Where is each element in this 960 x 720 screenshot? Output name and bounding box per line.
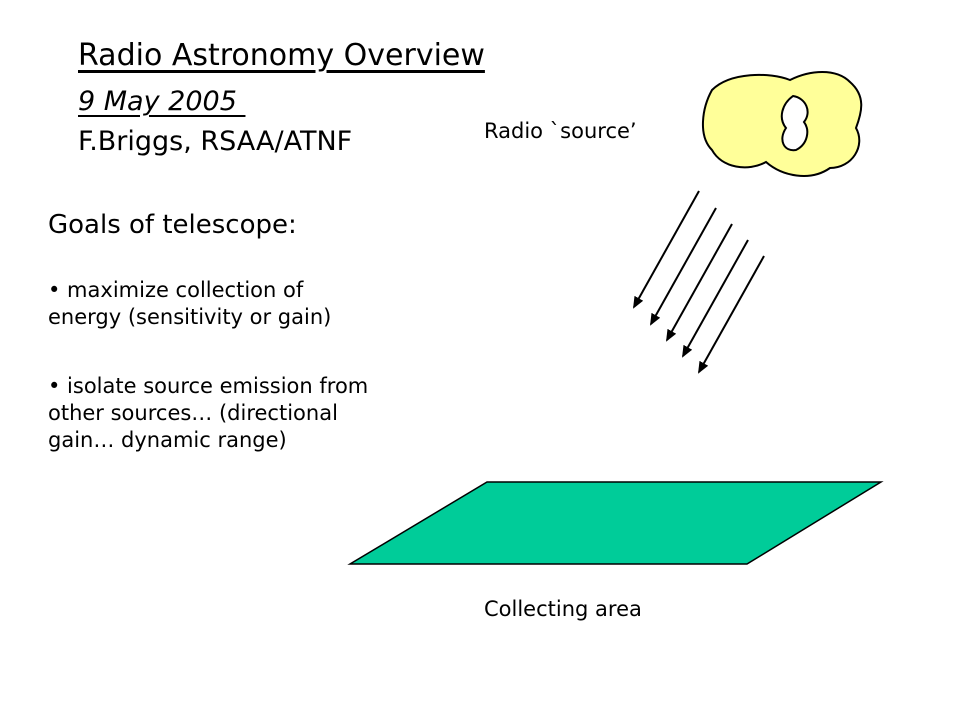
radio-source-label: Radio `source’ (484, 119, 637, 143)
incoming-ray-arrow-icon (633, 190, 700, 309)
incoming-ray-arrow-icon (650, 207, 717, 326)
incoming-ray-arrow-icon (698, 255, 765, 374)
goal-item: • maximize collection of energy (sensiti… (48, 278, 332, 329)
goals-heading: Goals of telescope: (48, 210, 297, 240)
radio-source-blob-icon (701, 71, 863, 177)
incoming-rays (633, 190, 765, 374)
slide-author: F.Briggs, RSAA/ATNF (78, 126, 353, 157)
slide-date: 9 May 2005 (78, 86, 246, 117)
collecting-area-label: Collecting area (484, 597, 642, 621)
incoming-ray-arrow-icon (666, 223, 733, 342)
collecting-area-icon (347, 481, 884, 565)
goal-item: • isolate source emission from other sou… (48, 374, 369, 452)
incoming-ray-arrow-icon (682, 239, 749, 358)
slide-title: Radio Astronomy Overview (78, 38, 485, 73)
